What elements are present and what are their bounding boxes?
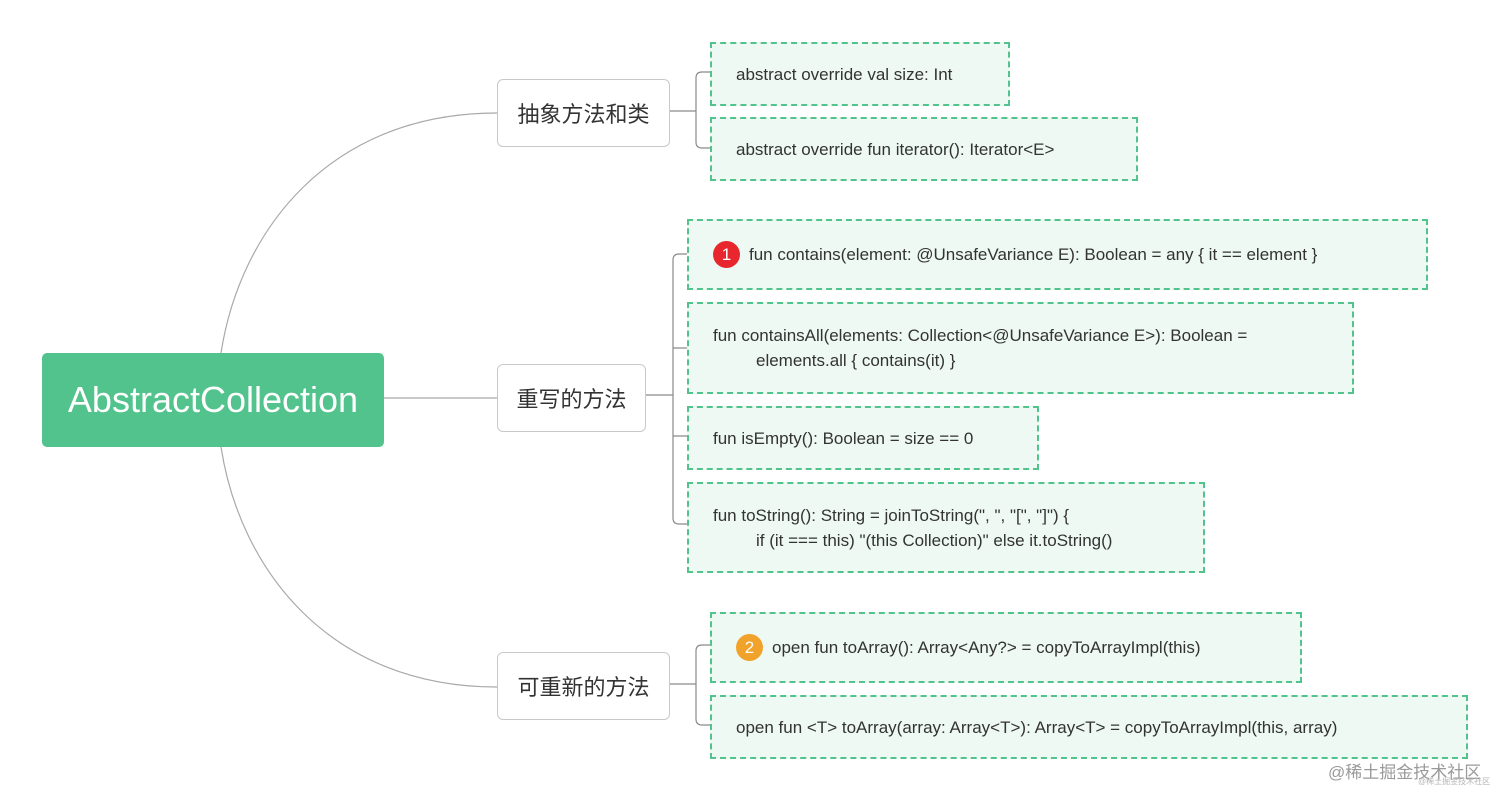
priority-1-badge: 1	[713, 241, 740, 268]
leaf-text: fun isEmpty(): Boolean = size == 0	[713, 428, 974, 448]
leaf-abstract-size[interactable]: abstract override val size: Int	[710, 42, 1010, 106]
leaf-text: open fun toArray(): Array<Any?> = copyTo…	[772, 638, 1201, 657]
branch-overridable-methods[interactable]: 可重新的方法	[497, 652, 670, 720]
connector-root-branch-1	[220, 112, 498, 354]
root-node[interactable]: AbstractCollection	[42, 353, 384, 447]
branch-abstract-methods[interactable]: 抽象方法和类	[497, 79, 670, 147]
branch-label: 抽象方法和类	[517, 102, 650, 127]
connector-root-branch-3	[220, 446, 498, 688]
leaf-abstract-iterator[interactable]: abstract override fun iterator(): Iterat…	[710, 117, 1138, 181]
root-label: AbstractCollection	[67, 379, 359, 420]
leaf-text-line-1: fun toString(): String = joinToString(",…	[713, 505, 1070, 525]
leaf-is-empty[interactable]: fun isEmpty(): Boolean = size == 0	[687, 406, 1039, 470]
leaf-text: abstract override val size: Int	[736, 64, 953, 84]
leaf-to-array-generic[interactable]: open fun <T> toArray(array: Array<T>): A…	[710, 695, 1468, 759]
leaf-text: fun contains(element: @UnsafeVariance E)…	[749, 245, 1318, 264]
leaf-to-array[interactable]: 2 open fun toArray(): Array<Any?> = copy…	[710, 612, 1302, 683]
connector-branch-3-leaves	[670, 644, 710, 726]
leaf-contains-all[interactable]: fun containsAll(elements: Collection<@Un…	[687, 302, 1354, 394]
connector-branch-1-leaves	[670, 71, 710, 149]
branch-overridden-methods[interactable]: 重写的方法	[497, 364, 646, 432]
branch-label: 重写的方法	[516, 387, 627, 412]
connector-branch-2-leaves	[646, 253, 687, 525]
priority-2-badge: 2	[736, 634, 763, 661]
leaf-text: open fun <T> toArray(array: Array<T>): A…	[736, 717, 1338, 737]
watermark-small: @稀土掘金技术社区	[1418, 777, 1491, 786]
leaf-text-line-1: fun containsAll(elements: Collection<@Un…	[713, 326, 1248, 345]
leaf-contains[interactable]: 1 fun contains(element: @UnsafeVariance …	[687, 219, 1428, 290]
leaf-text-line-2: elements.all { contains(it) }	[756, 351, 956, 370]
leaf-text: abstract override fun iterator(): Iterat…	[736, 139, 1055, 159]
watermark: @稀土掘金技术社区	[1328, 763, 1482, 782]
leaf-to-string[interactable]: fun toString(): String = joinToString(",…	[687, 482, 1205, 573]
branch-label: 可重新的方法	[517, 675, 650, 700]
leaf-text-line-2: if (it === this) "(this Collection)" els…	[756, 530, 1113, 550]
